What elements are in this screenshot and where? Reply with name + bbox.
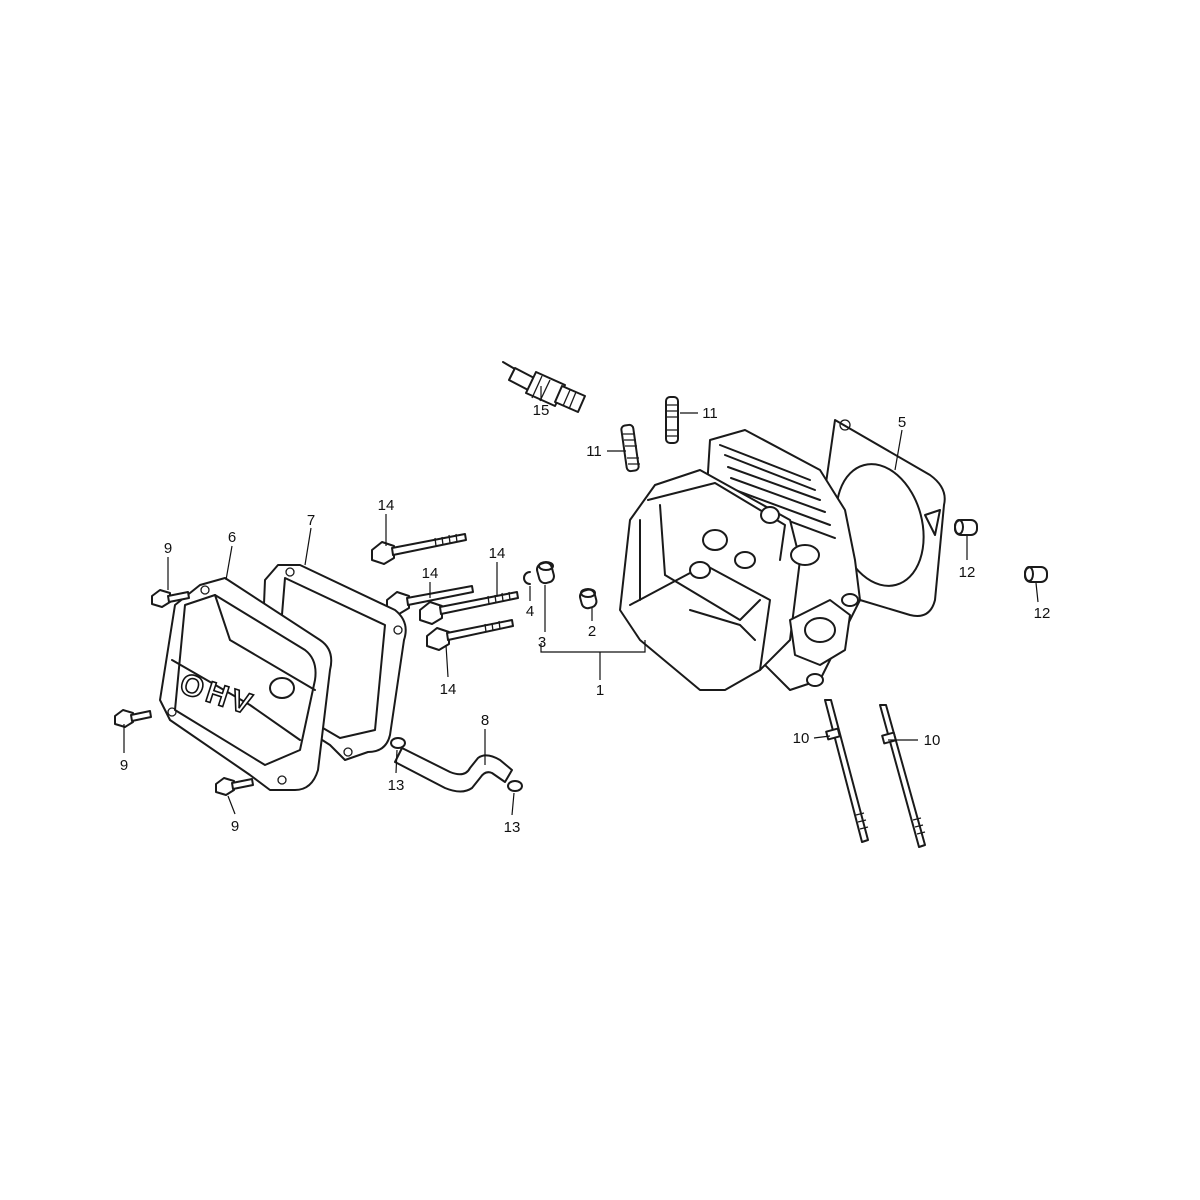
stud-bolt-lower bbox=[620, 423, 640, 473]
callout-cylinder-head: 1 bbox=[596, 682, 604, 699]
callout-breather-hose: 8 bbox=[481, 712, 489, 729]
dowel-pin-right-lower bbox=[1024, 566, 1048, 583]
callout-cover-bolt-left: 9 bbox=[120, 757, 128, 774]
long-stud-left bbox=[824, 699, 869, 843]
callout-hose-clamp-right: 13 bbox=[504, 819, 521, 836]
spark-plug bbox=[502, 361, 586, 413]
hose-clamp-right bbox=[507, 780, 523, 792]
head-bolt-long bbox=[419, 591, 519, 625]
callout-labels: 15 11 11 5 14 7 6 9 14 14 12 12 4 3 2 1 … bbox=[120, 402, 1051, 836]
callout-stud-lower: 11 bbox=[586, 443, 602, 460]
leader-lines bbox=[123, 386, 1039, 816]
head-bolt-lower bbox=[426, 619, 514, 651]
clip-4 bbox=[523, 571, 531, 585]
callout-long-stud-left: 10 bbox=[793, 730, 810, 747]
cover-bolt-bottom bbox=[215, 777, 254, 796]
callout-dowel-upper: 12 bbox=[959, 564, 976, 581]
callout-pin-3: 3 bbox=[538, 634, 546, 651]
callout-head-bolt-top: 14 bbox=[378, 497, 395, 514]
callout-pin-2: 2 bbox=[588, 623, 596, 640]
callout-head-gasket: 5 bbox=[898, 414, 906, 431]
pin-3 bbox=[535, 561, 555, 585]
callout-head-bolt-lower: 14 bbox=[440, 681, 457, 698]
callout-cover-bolt-bottom: 9 bbox=[231, 818, 239, 835]
cover-bolt-top bbox=[151, 589, 190, 608]
callout-stud-upper: 11 bbox=[702, 405, 718, 422]
callout-head-bolt-middle: 14 bbox=[422, 565, 439, 582]
callout-spark-plug: 15 bbox=[533, 402, 550, 419]
callout-long-stud-right: 10 bbox=[924, 732, 941, 749]
head-bolt-middle bbox=[386, 585, 474, 615]
head-bolt-top bbox=[371, 533, 467, 565]
callout-cover-bolt-top: 9 bbox=[164, 540, 172, 557]
stud-bolt-upper bbox=[665, 396, 679, 444]
callout-dowel-lower: 12 bbox=[1034, 605, 1051, 622]
callout-head-bolt-long: 14 bbox=[489, 545, 506, 562]
pin-2 bbox=[578, 588, 598, 610]
callout-valve-cover-gasket: 7 bbox=[307, 512, 315, 529]
callout-valve-cover: 6 bbox=[228, 529, 236, 546]
callout-clip: 4 bbox=[526, 603, 534, 620]
cylinder-head bbox=[619, 429, 861, 691]
valve-cover: OHV bbox=[159, 577, 333, 791]
breather-hose bbox=[394, 747, 513, 793]
hose-clamp-left bbox=[390, 737, 406, 749]
dowel-pin-right-upper bbox=[954, 519, 978, 536]
callout-hose-clamp-left: 13 bbox=[388, 777, 405, 794]
long-stud-right bbox=[879, 704, 926, 848]
cover-bolt-left bbox=[114, 709, 152, 728]
